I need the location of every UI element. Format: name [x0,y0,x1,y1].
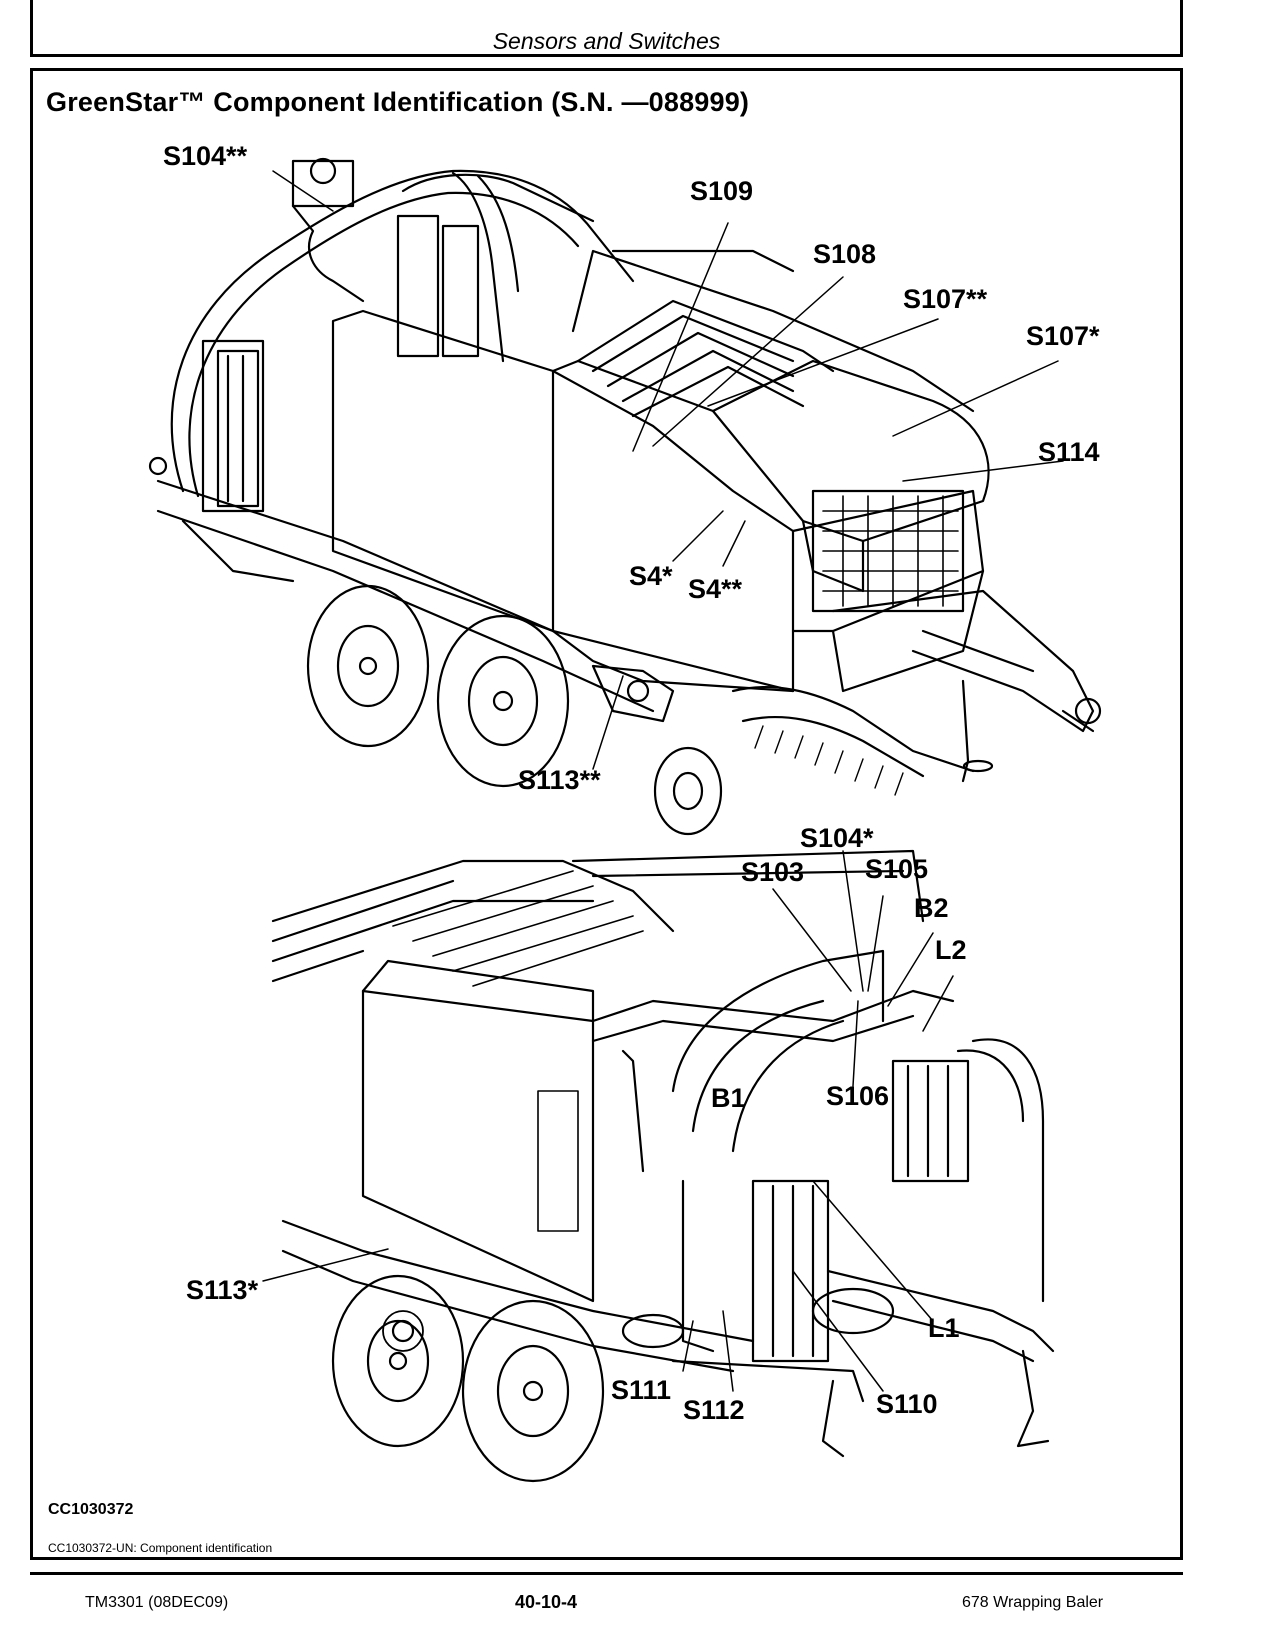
callout-s107-star: S107* [1026,321,1100,351]
header-box: Sensors and Switches [30,0,1183,57]
footer-product-name: 678 Wrapping Baler [962,1594,1104,1611]
callout-s107-double-star: S107** [903,284,988,314]
callout-s106: S106 [826,1081,890,1111]
figure-box: GreenStar™ Component Identification (S.N… [30,68,1183,1560]
footer-page-number: 40-10-4 [515,1592,578,1612]
callout-s104-star: S104* [800,823,874,853]
callout-b2: B2 [914,893,949,923]
callout-s4-double-star: S4** [688,574,743,604]
callout-s110: S110 [876,1389,938,1419]
callout-s105: S105 [865,854,929,884]
callout-b1: B1 [711,1083,746,1113]
callout-s113-double-star: S113** [518,765,601,795]
figure-caption: CC1030372-UN: Component identification [48,1541,273,1555]
leader-lines [262,170,1064,1392]
top-baler-drawing [148,157,1102,836]
section-title: Sensors and Switches [492,28,721,54]
figure-title: GreenStar™ Component Identification (S.N… [46,87,750,117]
callout-s114: S114 [1038,437,1100,467]
callout-l2: L2 [935,935,967,965]
footer-rule [30,1572,1183,1575]
callout-s111: S111 [611,1375,672,1405]
callout-l1: L1 [928,1313,960,1343]
figure-code: CC1030372 [48,1501,134,1518]
callout-s112: S112 [683,1395,745,1425]
callout-s103: S103 [741,857,805,887]
callout-s108: S108 [813,239,877,269]
bottom-baler-drawing [271,849,1055,1483]
footer-doc-id: TM3301 (08DEC09) [85,1594,229,1611]
callout-s4-star: S4* [629,561,673,591]
callout-s113-star: S113* [186,1275,259,1305]
callout-s104-double-star: S104** [163,141,248,171]
baler-line-drawing [148,157,1102,1483]
callout-s109: S109 [690,176,754,206]
